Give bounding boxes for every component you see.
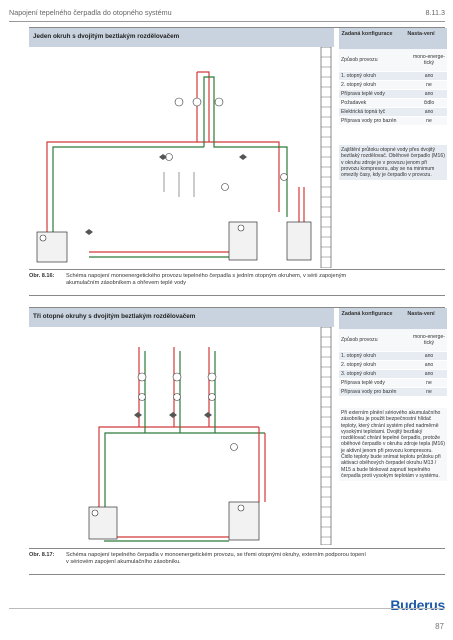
valve-symbols [85,154,247,235]
figure-panel-1: Jeden okruh s dvojitým beztlakým rozdělo… [29,27,447,268]
caption-text: Schéma napojení tepelného čerpadla v mon… [66,552,366,565]
config-header: Zadaná konfigurace Nasta-vení [339,28,447,49]
section-number: 8.11.3 [425,8,445,17]
page-number: 87 [435,622,444,631]
hydraulic-schematic-2 [29,327,334,545]
valve-symbols [134,412,212,418]
footer-rule [9,608,445,609]
panel-title: Tři otopné okruhy s dvojitým beztlakým r… [33,313,196,320]
panel-title-bar: Jeden okruh s dvojitým beztlakým rozdělo… [29,28,334,47]
figure-caption-1: Obr. 8.16: Schéma napojení monoenergetic… [29,269,445,296]
config-header-given: Zadaná konfigurace [341,31,393,37]
config-header: Zadaná konfigurace Nasta-vení [339,308,447,329]
panel-title: Jeden okruh s dvojitým beztlakým rozdělo… [33,33,180,40]
panel-title-bar: Tři otopné okruhy s dvojitým beztlakým r… [29,308,334,327]
header-rule [9,21,445,22]
buderus-logo: Buderus [390,597,445,613]
pump-symbols [137,372,238,451]
header-title: Napojení tepelného čerpadla do otopného … [9,8,172,17]
caption-label: Obr. 8.16: [29,273,55,279]
heat-pump-unit [88,506,118,540]
page-header: Napojení tepelného čerpadla do otopného … [9,8,445,20]
supply-pipe [46,72,198,257]
pump-symbols [165,97,288,191]
buffer-tank [228,221,258,261]
hot-water-cylinder [286,221,312,261]
config-note: Při externím plnění sériového akumulační… [339,408,447,482]
caption-text: Schéma napojení monoenergetického provoz… [66,273,347,286]
config-header-given: Zadaná konfigurace [341,311,393,317]
config-note: Zajištění průtoku otopné vody přes dvoji… [339,145,447,181]
hydraulic-schematic-1 [29,47,334,268]
building-wall [320,327,332,545]
figure-panel-2: Tři otopné okruhy s dvojitým beztlakým r… [29,307,447,545]
config-header-setting: Nasta-vení [407,311,435,317]
figure-caption-2: Obr. 8.17: Schéma napojení tepelného čer… [29,548,445,575]
heat-pump-unit [36,231,68,263]
config-header-setting: Nasta-vení [407,31,435,37]
return-pipe [52,146,204,257]
caption-label: Obr. 8.17: [29,552,55,558]
buffer-tank [228,501,260,541]
building-wall [320,47,332,268]
